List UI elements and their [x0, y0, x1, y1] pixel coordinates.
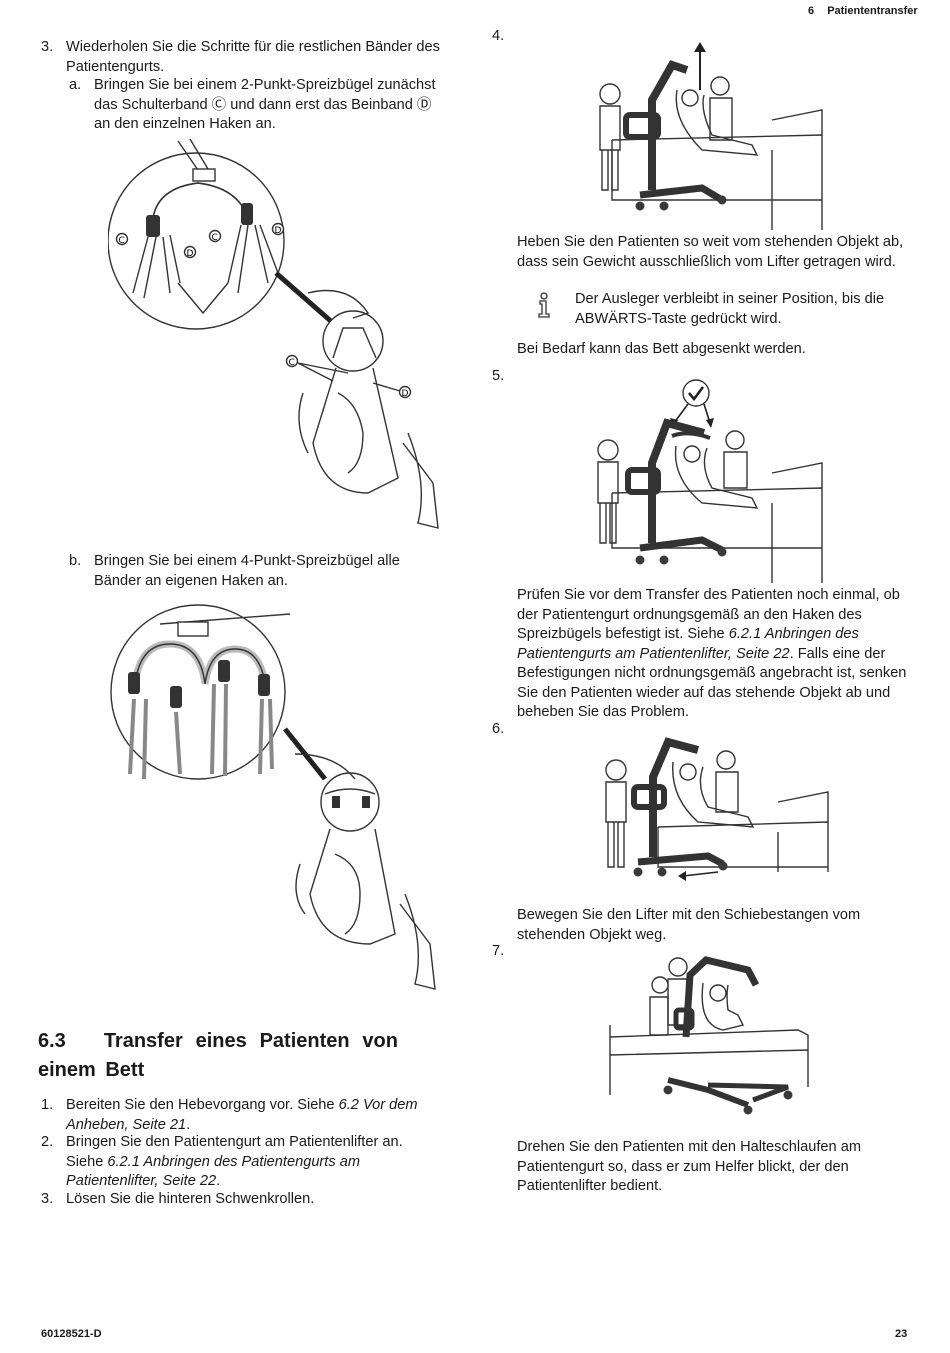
step-4-note: Der Ausleger verbleibt in seiner Positio…: [575, 291, 885, 327]
list-item-1: Bereiten Sie den Hebevorgang vor. Siehe …: [66, 1097, 418, 1133]
header: 6 Patiententransfer: [808, 5, 918, 17]
chapter-number: 6: [808, 5, 815, 17]
step-4-extra: Bei Bedarf kann das Bett abgesenkt werde…: [517, 341, 806, 357]
step-3b-label: b.: [69, 553, 82, 569]
two-point-hook-illustration: C D C D C D: [108, 138, 439, 529]
lift-move-illustration: [605, 737, 829, 881]
chapter-title: Patiententransfer: [827, 5, 918, 17]
step-5-number: 5.: [492, 368, 505, 384]
step-5-text: Prüfen Sie vor dem Transfer des Patiente…: [517, 587, 907, 720]
ref-link[interactable]: 6.2 Vor dem Anheben, Seite 21: [66, 1097, 418, 1133]
step-4-text: Heben Sie den Patienten so weit vom steh…: [517, 234, 904, 270]
info-icon: [538, 292, 550, 318]
page-number: 23: [895, 1328, 908, 1340]
svg-text:C: C: [289, 358, 295, 368]
section-title-line2: einem Bett: [38, 1059, 145, 1081]
step-4-number: 4.: [492, 28, 505, 44]
svg-text:D: D: [275, 226, 282, 236]
svg-text:D: D: [402, 389, 409, 399]
list-item-3: Lösen Sie die hinteren Schwenkrollen.: [66, 1191, 315, 1207]
step-3b-text: Bringen Sie bei einem 4-Punkt-Spreizbüge…: [94, 553, 400, 589]
step-3a-label: a.: [69, 77, 82, 93]
lift-check-illustration: [597, 379, 823, 583]
step-6-text: Bewegen Sie den Lifter mit den Schiebest…: [517, 907, 861, 943]
list-item-2: Bringen Sie den Patientengurt am Patient…: [66, 1134, 403, 1190]
section-heading: 6.3 Transfer eines Patienten von einem B…: [38, 1027, 398, 1085]
svg-text:C: C: [212, 233, 218, 243]
lift-turn-illustration: [609, 956, 809, 1115]
checkmark-icon: [682, 379, 710, 407]
ref-link[interactable]: 6.2.1 Anbringen des Patientengurts am Pa…: [517, 626, 859, 662]
step-7-text: Drehen Sie den Patienten mit den Haltesc…: [517, 1139, 861, 1194]
section-title-line1: Transfer eines Patienten von: [103, 1030, 398, 1052]
ref-link[interactable]: 6.2.1 Anbringen des Patientengurts am Pa…: [66, 1153, 360, 1190]
step-7-number: 7.: [492, 943, 505, 959]
doc-id: 60128521-D: [41, 1328, 102, 1340]
lift-raise-illustration: [599, 42, 823, 230]
step-3a-text: Bringen Sie bei einem 2-Punkt-Spreizbüge…: [94, 77, 436, 132]
svg-text:D: D: [187, 249, 194, 259]
step-3-number: 3.: [41, 39, 54, 55]
step-3-text: Wiederholen Sie die Schritte für die res…: [66, 39, 440, 75]
step-6-number: 6.: [492, 721, 505, 737]
four-point-hook-illustration: [110, 604, 436, 990]
section-number: 6.3: [38, 1030, 66, 1052]
callout-c: C: [119, 236, 125, 246]
